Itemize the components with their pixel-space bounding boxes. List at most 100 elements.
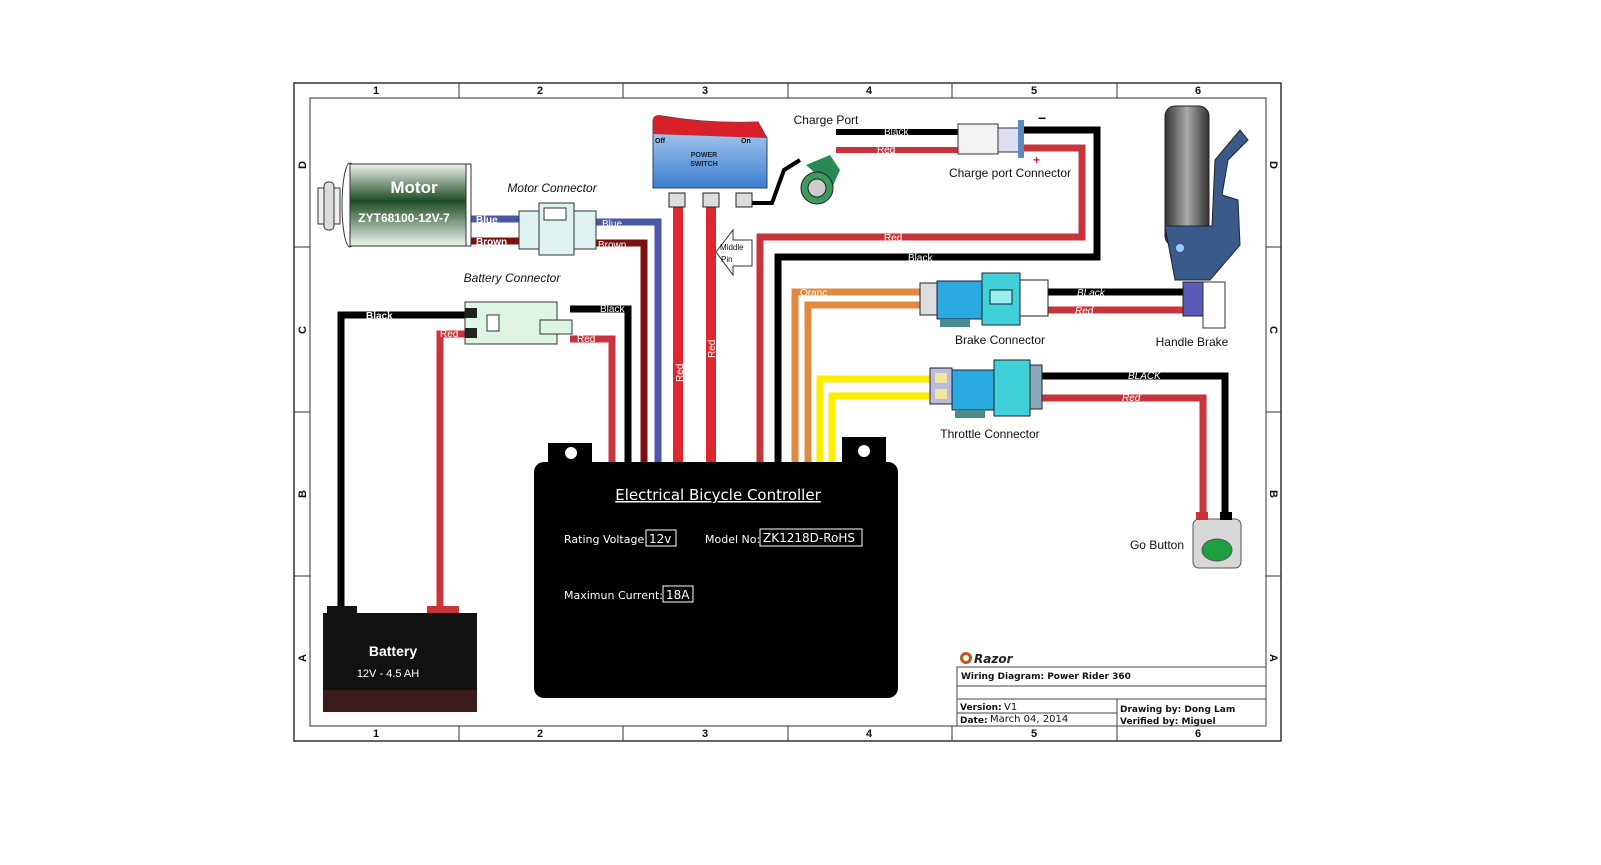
column-label-top: 4 <box>866 85 873 97</box>
row-label-right: B <box>1267 490 1279 498</box>
date-value: March 04, 2014 <box>990 714 1068 725</box>
voltage-value: 12v <box>649 532 671 546</box>
battery-connector-label: Battery Connector <box>464 271 562 285</box>
switch-pin <box>668 192 686 208</box>
power-switch[interactable]: Off On POWER SWITCH <box>652 115 768 208</box>
switch-pin <box>702 192 720 208</box>
battery-spec: 12V - 4.5 AH <box>357 668 419 680</box>
wire-orange <box>804 301 922 463</box>
column-label-top: 6 <box>1195 85 1201 97</box>
brake-connector: Brake Connector <box>919 272 1049 347</box>
column-label-bottom: 6 <box>1195 728 1201 740</box>
diagram-title: Wiring Diagram: Power Rider 360 <box>961 672 1131 682</box>
wire-label-orange: Oranc <box>800 288 827 299</box>
middle-pin-arrow-icon: Middle Pin <box>715 228 753 277</box>
wire-label-red: Red <box>440 329 458 340</box>
switch-pin <box>735 192 753 208</box>
row-label-left: A <box>297 654 309 662</box>
wire-label-brown: Brown <box>598 240 626 251</box>
current-value: 18A <box>666 588 690 602</box>
wire-label-red: Red <box>707 340 718 358</box>
column-label-bottom: 5 <box>1031 728 1037 740</box>
middle-pin-label: Middle <box>720 243 744 252</box>
wire-label-black: Black <box>884 127 909 138</box>
throttle-connector: Throttle Connector <box>929 359 1043 441</box>
battery: Battery 12V - 4.5 AH <box>323 606 477 712</box>
column-label-top: 2 <box>537 85 543 97</box>
verified-by: Verified by: Miguel <box>1120 717 1216 727</box>
motor-model: ZYT68100-12V-7 <box>358 211 450 225</box>
switch-off-label: Off <box>655 138 666 145</box>
wire-label-red: Red <box>675 364 686 382</box>
drawing-frame: 1 2 3 4 5 6 1 2 3 4 5 6 D C B A D C B A <box>293 82 1282 742</box>
wire-label-red: Red <box>884 233 902 244</box>
middle-pin-label: Pin <box>721 255 733 264</box>
column-label-bottom: 1 <box>373 728 379 740</box>
model-value: ZK1218D-RoHS <box>763 531 855 545</box>
brand-logo: Razor <box>974 652 1014 666</box>
column-label-bottom: 2 <box>537 728 543 740</box>
battery-connector: Battery Connector <box>464 271 573 345</box>
column-label-top: 5 <box>1031 85 1037 97</box>
row-label-right: D <box>1267 161 1279 169</box>
wire-label-red: Red <box>877 145 895 156</box>
row-label-right: A <box>1267 654 1279 662</box>
row-label-left: B <box>297 490 309 498</box>
wires <box>337 126 1229 612</box>
switch-label: POWER <box>691 152 717 159</box>
wire-red <box>570 335 616 463</box>
charge-port-label: Charge Port <box>794 113 859 127</box>
wire-blue <box>595 218 662 463</box>
controller: Electrical Bicycle Controller Rating Vol… <box>534 437 898 698</box>
drawing-by: Drawing by: Dong Lam <box>1120 705 1235 715</box>
motor: Motor ZYT68100-12V-7 <box>317 162 472 248</box>
wire-label-red: Red <box>1122 393 1141 404</box>
wire-black <box>570 305 632 463</box>
version-value: V1 <box>1004 702 1017 713</box>
voltage-label: Rating Voltage: <box>564 533 648 546</box>
column-label-top: 3 <box>702 85 708 97</box>
wire-red <box>436 330 466 612</box>
handle-brake: Handle Brake <box>1156 105 1249 349</box>
column-label-bottom: 4 <box>866 728 873 740</box>
go-button-label: Go Button <box>1130 538 1184 552</box>
charge-port-connector: − + Charge port Connector <box>949 110 1071 180</box>
motor-connector-label: Motor Connector <box>507 181 597 195</box>
title-block: Razor Wiring Diagram: Power Rider 360 Ve… <box>956 652 1267 727</box>
wire-label-black: Black <box>366 311 393 322</box>
wire-red <box>1042 394 1207 515</box>
wire-label-blue: Blue <box>602 219 622 230</box>
wire-black <box>774 126 1101 463</box>
go-button[interactable]: Go Button <box>1130 512 1242 569</box>
wire-label-red: Red <box>1075 306 1094 317</box>
wire-label-black: BLack <box>1077 288 1106 299</box>
column-label-bottom: 3 <box>702 728 708 740</box>
negative-terminal-label: − <box>1038 110 1046 126</box>
motor-title: Motor <box>390 178 438 197</box>
wire-label-blue: Blue <box>476 215 498 226</box>
wire-yellow <box>816 375 932 463</box>
wire-label-brown: Brown <box>476 237 507 248</box>
wire-black <box>752 158 802 205</box>
brake-connector-label: Brake Connector <box>955 333 1045 347</box>
motor-connector: Motor Connector <box>507 181 598 256</box>
charge-port-connector-label: Charge port Connector <box>949 166 1071 180</box>
switch-on-label: On <box>741 138 751 145</box>
wire-label-red: Red <box>577 334 595 345</box>
wire-yellow <box>828 392 932 463</box>
version-label: Version: <box>960 703 1002 713</box>
wire-red <box>756 144 1086 463</box>
handle-brake-label: Handle Brake <box>1156 335 1229 349</box>
charge-port: Charge Port <box>794 113 859 205</box>
wire-orange <box>791 288 922 463</box>
date-label: Date: <box>960 716 988 726</box>
column-label-top: 1 <box>373 85 379 97</box>
positive-terminal-label: + <box>1033 153 1040 167</box>
model-label: Model No: <box>705 533 760 546</box>
wire-label-black: BLACK <box>1128 371 1162 382</box>
controller-title: Electrical Bicycle Controller <box>615 486 821 504</box>
battery-title: Battery <box>369 643 417 659</box>
row-label-left: C <box>297 326 309 334</box>
